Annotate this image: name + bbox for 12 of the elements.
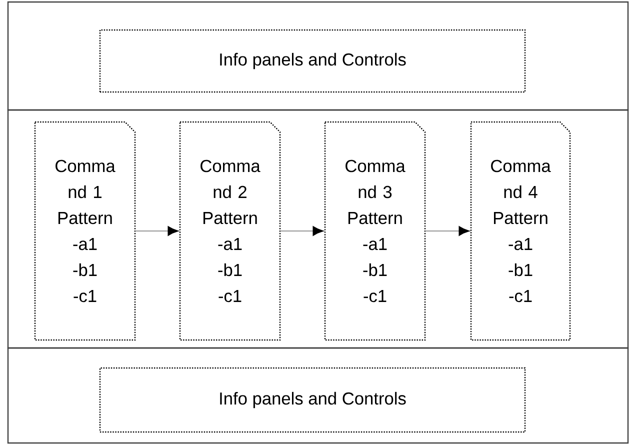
- arrow: [280, 226, 324, 236]
- command-card: Comma nd 4 Pattern -a1 -b1 -c1: [470, 121, 571, 341]
- command-card: Comma nd 1 Pattern -a1 -b1 -c1: [34, 121, 136, 341]
- band-panel: [7, 1, 629, 111]
- info-panel-box: Info panels and Controls: [99, 367, 526, 433]
- command-card: Comma nd 2 Pattern -a1 -b1 -c1: [179, 121, 281, 341]
- command-card: Comma nd 3 Pattern -a1 -b1 -c1: [324, 121, 426, 341]
- arrow: [425, 226, 470, 236]
- info-panel-box: Info panels and Controls: [99, 29, 526, 93]
- arrow: [135, 226, 178, 236]
- band-panel: [7, 347, 629, 444]
- band-panel: [7, 109, 629, 349]
